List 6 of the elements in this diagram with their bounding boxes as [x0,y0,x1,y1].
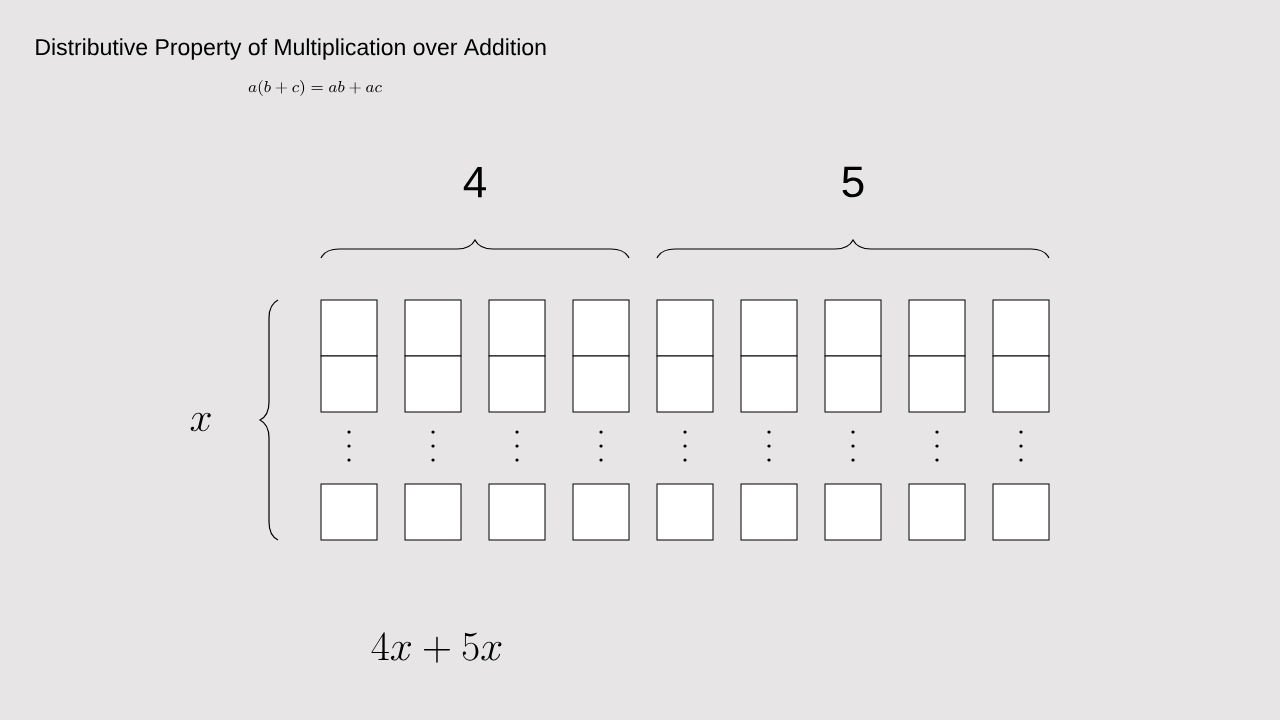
brace-label: 4 [463,166,486,198]
brace-label: 5 [842,166,864,198]
brace-label: $x$ [190,412,211,432]
title: Distributive Property of Multiplication over Addition [36,38,546,60]
formula: $a(b + c) = ab + ac$ [248,80,382,96]
expression: $4x + 5x$ [371,632,502,663]
